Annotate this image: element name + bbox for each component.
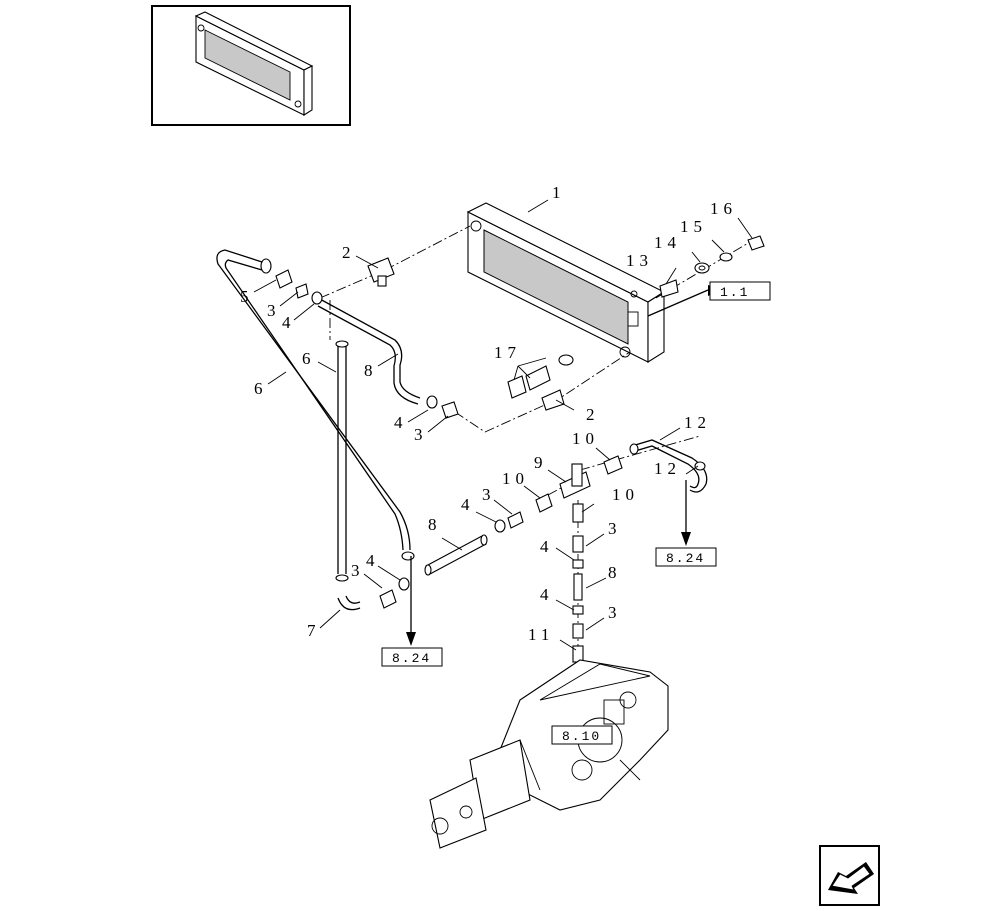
hose-6-straight <box>335 340 349 582</box>
thumbnail-oil-cooler <box>151 5 351 126</box>
pipe-8-lower <box>424 534 488 576</box>
callout-10: 10 <box>502 469 529 488</box>
callout-2: 2 <box>586 405 600 424</box>
callout-4: 4 <box>461 495 475 514</box>
callout-17: 17 <box>494 343 521 362</box>
callout-3: 3 <box>414 425 428 444</box>
callout-10: 10 <box>612 485 639 504</box>
fastener-stack <box>659 235 765 298</box>
hose-6-loop <box>216 249 415 561</box>
fittings-upper-left <box>275 269 323 305</box>
callout-13: 13 <box>626 251 653 270</box>
pipe-8-upper <box>317 297 421 405</box>
fittings-vertical-chain <box>572 503 584 663</box>
reference-label: 8.24 <box>392 651 431 666</box>
callout-10: 10 <box>572 429 599 448</box>
callout-3: 3 <box>608 519 622 538</box>
callout-12: 12 <box>684 413 711 432</box>
callout-8: 8 <box>428 515 442 534</box>
callout-1: 1 <box>552 183 566 202</box>
fittings-mid <box>426 395 459 419</box>
callout-3: 3 <box>351 561 365 580</box>
callout-3: 3 <box>267 301 281 320</box>
previous-page-arrow-icon[interactable] <box>819 845 880 906</box>
callout-8: 8 <box>608 563 622 582</box>
reference-box-8-24-right[interactable]: 8.24 <box>655 547 717 567</box>
callout-4: 4 <box>540 537 554 556</box>
oil-cooler <box>466 202 666 363</box>
callout-6: 6 <box>254 379 268 398</box>
callout-15: 15 <box>680 217 707 236</box>
fittings-17 <box>507 354 574 411</box>
callout-9: 9 <box>534 453 548 472</box>
callout-11: 11 <box>528 625 554 644</box>
reference-box-8-24-left[interactable]: 8.24 <box>381 647 443 667</box>
hydraulic-pump <box>429 659 669 849</box>
fittings-lower-left <box>337 577 410 611</box>
reference-label: 8.24 <box>666 551 705 566</box>
callouts: 1 2 2 3 3 3 3 3 3 4 4 4 4 4 4 5 6 6 7 8 … <box>240 183 737 644</box>
leader-lines <box>253 199 753 651</box>
callout-12: 12 <box>654 459 681 478</box>
callout-4: 4 <box>282 313 296 332</box>
fittings-lower-chain <box>494 455 623 533</box>
callout-3: 3 <box>608 603 622 622</box>
callout-8: 8 <box>364 361 378 380</box>
callout-7: 7 <box>307 621 321 640</box>
callout-2: 2 <box>342 243 356 262</box>
callout-5: 5 <box>240 287 254 306</box>
callout-4: 4 <box>540 585 554 604</box>
callout-3: 3 <box>482 485 496 504</box>
callout-14: 14 <box>654 233 681 252</box>
callout-16: 16 <box>710 199 737 218</box>
callout-6: 6 <box>302 349 316 368</box>
reference-box-1-1[interactable]: 1.1 <box>709 281 771 301</box>
reference-label: 8.10 <box>562 729 601 744</box>
tee-fitting-upper <box>367 257 395 287</box>
reference-box-8-10[interactable]: 8.10 <box>551 725 613 745</box>
callout-4: 4 <box>394 413 408 432</box>
pipe-12 <box>629 439 708 493</box>
reference-label: 1.1 <box>720 285 749 300</box>
callout-4: 4 <box>366 551 380 570</box>
